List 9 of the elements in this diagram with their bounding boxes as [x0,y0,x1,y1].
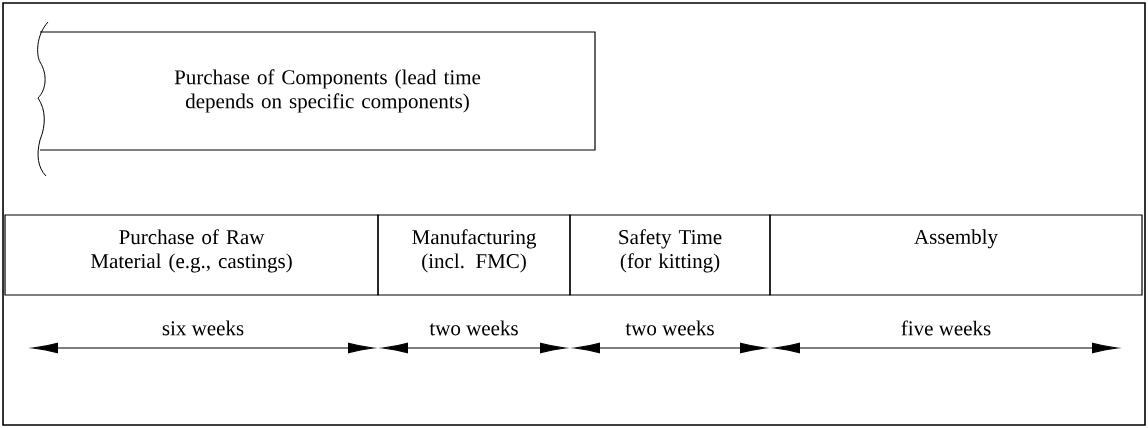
process-box: Purchase of Components (lead time depends on specific components) [37,21,596,177]
process-box: Assembly [769,214,1143,296]
duration-label: two weeks [429,320,518,336]
process-box: Manufacturing (incl. FMC) [377,214,571,296]
duration-label: five weeks [901,320,991,336]
process-box: Safety Time (for kitting) [569,214,771,296]
process-box: Purchase of Raw Material (e.g., castings) [4,214,379,296]
duration-label: six weeks [162,320,244,336]
duration-label: two weeks [625,320,714,336]
